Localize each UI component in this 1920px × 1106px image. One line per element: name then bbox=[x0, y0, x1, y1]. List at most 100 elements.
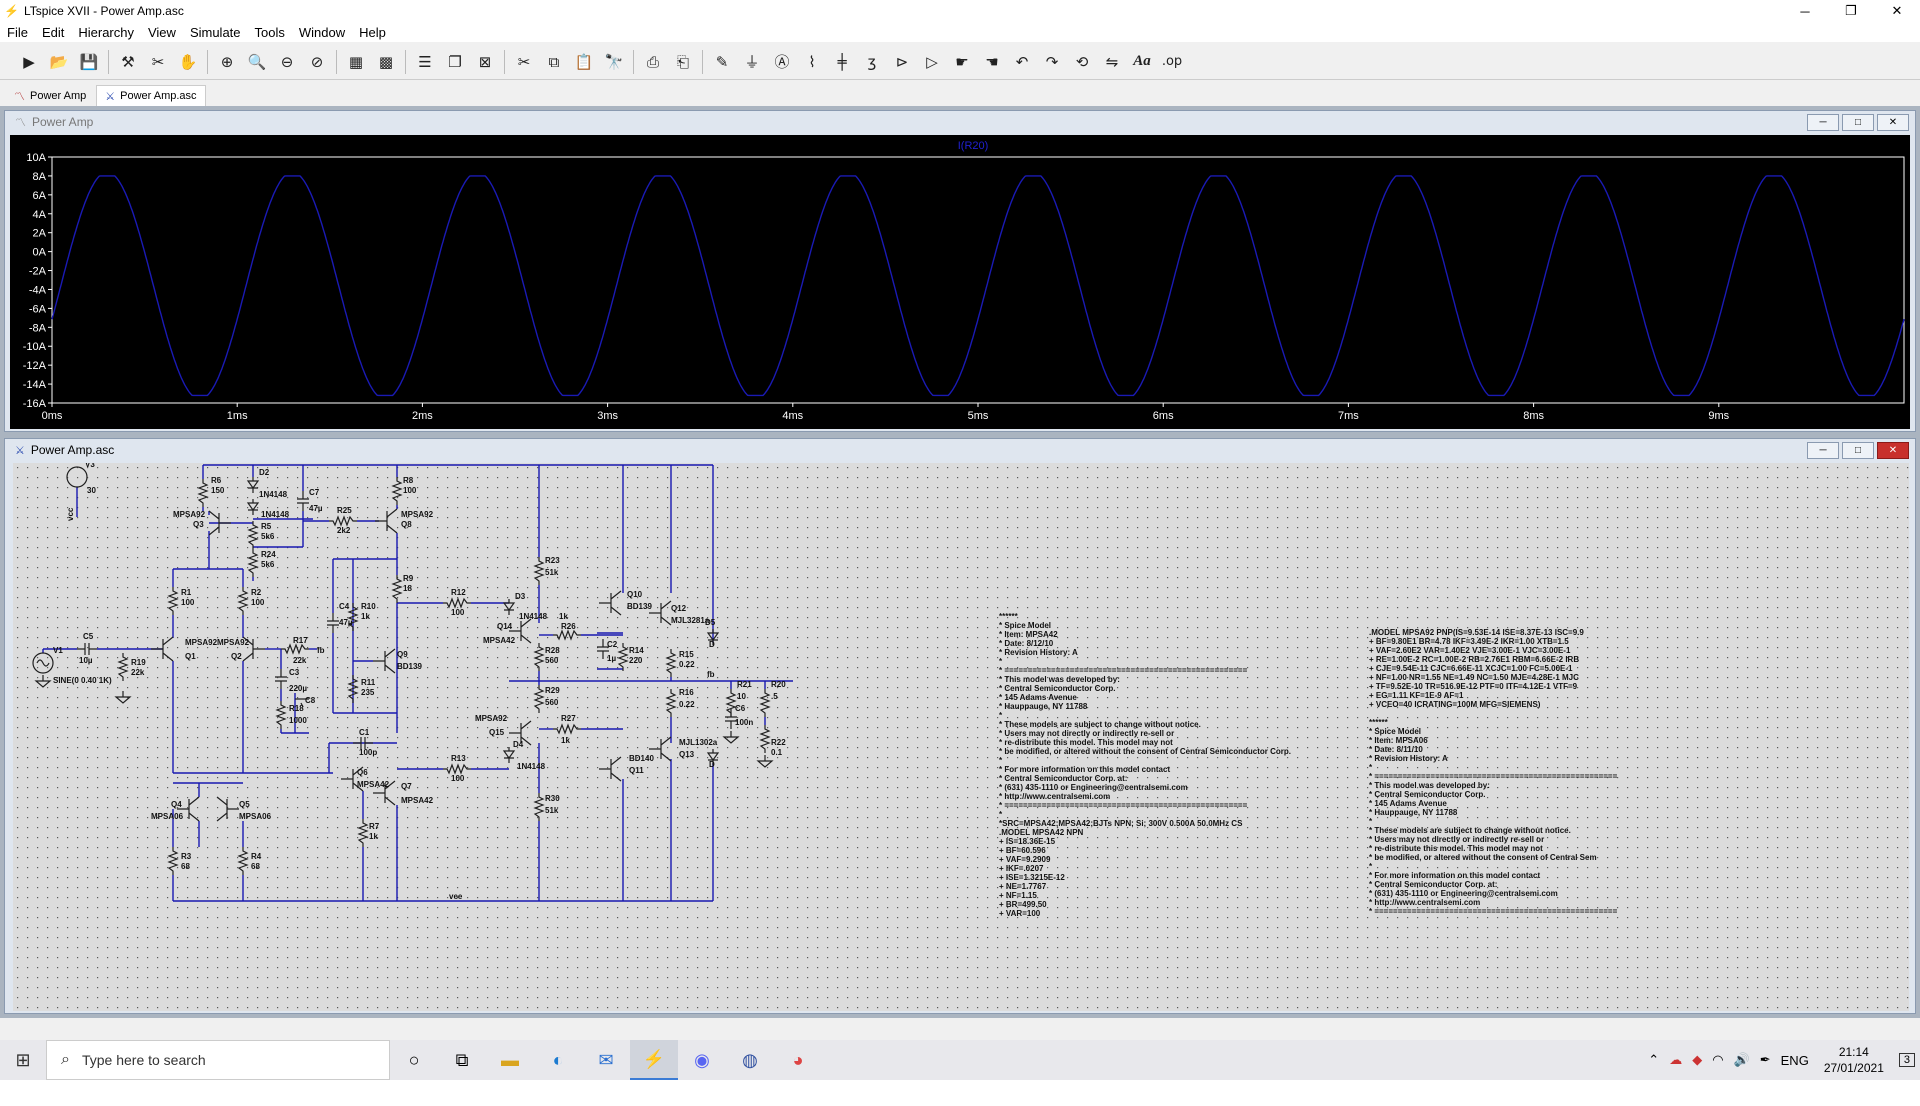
resistor-r19[interactable] bbox=[117, 653, 129, 681]
open-icon[interactable]: 📂 bbox=[49, 52, 69, 71]
diode-d6[interactable] bbox=[706, 749, 720, 765]
pen-icon[interactable]: ✒ bbox=[1759, 1052, 1771, 1067]
resistor-r15[interactable] bbox=[665, 649, 677, 677]
drag-icon[interactable]: ☚ bbox=[985, 52, 999, 71]
resistor-r21[interactable] bbox=[725, 689, 737, 717]
volume-icon[interactable]: 🔊 bbox=[1733, 1052, 1750, 1067]
capacitor-c3[interactable] bbox=[275, 669, 287, 689]
print-preview-icon[interactable]: ⎗ bbox=[676, 52, 689, 71]
resistor-r12[interactable] bbox=[443, 597, 471, 609]
language-indicator[interactable]: ENG bbox=[1780, 1052, 1809, 1068]
capacitor-icon[interactable]: ╪ bbox=[837, 52, 847, 71]
transistor-q6[interactable] bbox=[341, 766, 364, 792]
resistor-r20[interactable] bbox=[759, 689, 771, 717]
diode-icon[interactable]: ⊳ bbox=[895, 52, 909, 71]
close-window-icon[interactable]: ⊠ bbox=[478, 52, 492, 71]
file-explorer-icon[interactable]: ▬ bbox=[501, 1049, 519, 1070]
resistor-r9[interactable] bbox=[391, 575, 403, 603]
transistor-q1[interactable] bbox=[151, 636, 174, 662]
resistor-r23[interactable] bbox=[533, 557, 545, 585]
waveform-plot[interactable]: I(R20) 10A8A6A4A2A0A-2A-4A-6A-8A-10A-12A… bbox=[10, 135, 1910, 429]
capacitor-c1[interactable] bbox=[353, 737, 373, 749]
capacitor-c6[interactable] bbox=[725, 709, 737, 729]
control-panel-icon[interactable]: ⚒ bbox=[121, 52, 135, 71]
capacitor-c8[interactable] bbox=[295, 698, 309, 708]
resistor-r3[interactable] bbox=[167, 847, 179, 875]
capacitor-c4[interactable] bbox=[327, 613, 339, 633]
transistor-q10[interactable] bbox=[599, 590, 622, 616]
taskbar-search-box[interactable]: ⌕ Type here to search bbox=[46, 1040, 390, 1080]
cloud-icon[interactable]: ☁ bbox=[1669, 1052, 1683, 1067]
zoom-rect-icon[interactable]: 🔍 bbox=[247, 52, 267, 71]
cascade-icon[interactable]: ❐ bbox=[448, 52, 462, 71]
transistor-q3[interactable] bbox=[208, 510, 231, 536]
resistor-r27[interactable] bbox=[553, 723, 581, 735]
transistor-q8[interactable] bbox=[375, 508, 398, 534]
resistor-r1[interactable] bbox=[167, 587, 179, 615]
notifications-icon[interactable]: 3 bbox=[1898, 1053, 1915, 1067]
redo-icon[interactable]: ↷ bbox=[1045, 52, 1059, 71]
diode-d2[interactable] bbox=[246, 477, 260, 493]
diode-d3[interactable] bbox=[502, 599, 516, 615]
trace-i-r20[interactable] bbox=[51, 175, 1905, 397]
discord-icon[interactable]: ◉ bbox=[694, 1049, 710, 1070]
edge-icon[interactable]: ◐ bbox=[552, 1049, 564, 1070]
diode-d1[interactable] bbox=[246, 499, 260, 515]
find-icon[interactable]: 🔭 bbox=[604, 52, 624, 71]
voltage-source-v1[interactable] bbox=[32, 652, 54, 674]
menu-hierarchy[interactable]: Hierarchy bbox=[78, 24, 134, 40]
window-minimize-button[interactable]: ─ bbox=[1807, 114, 1839, 131]
zoom-fit-icon[interactable]: ⊘ bbox=[310, 52, 324, 71]
tile-icon[interactable]: ☰ bbox=[418, 52, 432, 71]
component-icon[interactable]: ▷ bbox=[926, 52, 938, 71]
window-maximize-button[interactable]: □ bbox=[1842, 114, 1874, 131]
paste-icon[interactable]: 📋 bbox=[574, 52, 594, 71]
trace-name-label[interactable]: I(R20) bbox=[958, 140, 989, 152]
resistor-r30[interactable] bbox=[533, 793, 545, 821]
chevron-up-icon[interactable]: ⌃ bbox=[1648, 1052, 1660, 1067]
text-icon[interactable]: Aa bbox=[1133, 53, 1151, 69]
diode-d4[interactable] bbox=[502, 747, 516, 763]
resistor-r16[interactable] bbox=[665, 689, 677, 717]
undo-icon[interactable]: ↶ bbox=[1015, 52, 1029, 71]
print-icon[interactable]: ⎙ bbox=[646, 52, 659, 71]
halt-icon[interactable]: ✂ bbox=[151, 52, 165, 71]
resistor-r25[interactable] bbox=[329, 515, 357, 527]
capacitor-c2[interactable] bbox=[597, 639, 609, 659]
spice-directive-icon[interactable]: .op bbox=[1161, 54, 1183, 69]
rotate-icon[interactable]: ⟲ bbox=[1075, 52, 1089, 71]
resistor-r26[interactable] bbox=[553, 629, 581, 641]
windows-start-icon[interactable]: ⊞ bbox=[15, 1049, 31, 1070]
grid-icon[interactable]: ▩ bbox=[378, 52, 394, 71]
ltspice-icon[interactable]: ⚡ bbox=[630, 1040, 678, 1080]
copy-icon[interactable]: ⧉ bbox=[548, 52, 560, 71]
clock[interactable]: 21:14 27/01/2021 bbox=[1824, 1044, 1884, 1076]
transistor-q4[interactable] bbox=[177, 796, 200, 822]
resistor-r2[interactable] bbox=[237, 587, 249, 615]
capacitor-c7[interactable] bbox=[297, 491, 309, 511]
antivirus-icon[interactable]: ◆ bbox=[1692, 1052, 1703, 1067]
cortana-icon[interactable]: ○ bbox=[408, 1049, 420, 1070]
transistor-q2[interactable] bbox=[242, 636, 265, 662]
menu-simulate[interactable]: Simulate bbox=[189, 24, 241, 40]
label-net-icon[interactable]: Ⓐ bbox=[774, 53, 790, 71]
resistor-r13[interactable] bbox=[443, 763, 471, 775]
menu-view[interactable]: View bbox=[147, 24, 176, 40]
move-icon[interactable]: ☛ bbox=[955, 52, 969, 71]
mirror-icon[interactable]: ⇋ bbox=[1105, 52, 1119, 71]
resistor-r11[interactable] bbox=[347, 675, 359, 703]
voltage-source-v3[interactable] bbox=[66, 466, 88, 488]
minimize-button[interactable]: ─ bbox=[1800, 3, 1810, 19]
transistor-q5[interactable] bbox=[216, 796, 239, 822]
window-close-button[interactable]: ✕ bbox=[1877, 114, 1909, 131]
resistor-r22[interactable] bbox=[759, 725, 771, 753]
window-minimize-button[interactable]: ─ bbox=[1807, 442, 1839, 459]
window-maximize-button[interactable]: □ bbox=[1842, 442, 1874, 459]
task-view-icon[interactable]: ⧉ bbox=[455, 1049, 469, 1070]
chrome-icon[interactable]: ◕ bbox=[792, 1049, 804, 1070]
run-icon[interactable]: ▶ bbox=[23, 52, 35, 71]
window-close-button[interactable]: ✕ bbox=[1877, 442, 1909, 459]
restore-button[interactable]: ❐ bbox=[1845, 3, 1857, 18]
resistor-r6[interactable] bbox=[197, 479, 209, 507]
